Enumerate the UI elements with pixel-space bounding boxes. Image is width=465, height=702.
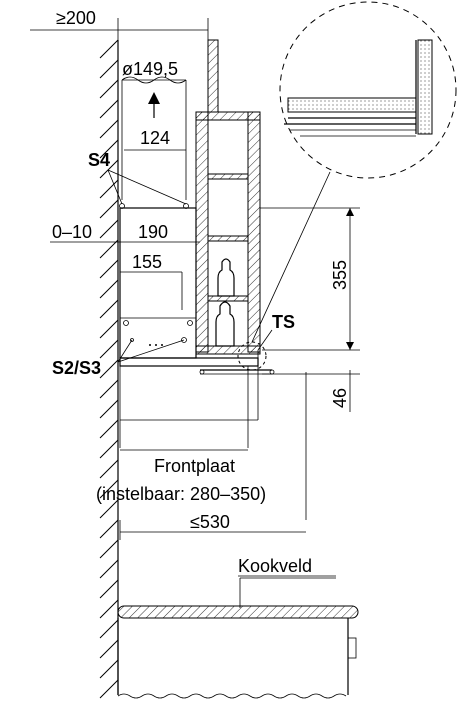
- front-plate: [199, 341, 275, 375]
- hood-body: [119, 203, 259, 448]
- detail-circle: [251, 1, 457, 343]
- label-hob: Kookveld: [238, 556, 312, 576]
- label-front-plate: Frontplaat: [154, 456, 235, 476]
- label-dim-355: 355: [330, 260, 350, 290]
- exhaust-duct: [121, 76, 187, 200]
- dimension-lines: [30, 18, 360, 540]
- bottle-icon: [215, 258, 235, 347]
- label-adjustable-range: (instelbaar: 280–350): [96, 484, 266, 504]
- label-min-distance: ≥200: [56, 8, 96, 28]
- label-duct-diameter: ø149,5: [122, 59, 178, 79]
- hob: [117, 577, 359, 699]
- label-s2s3: S2/S3: [52, 358, 101, 378]
- label-ts: TS: [272, 312, 295, 332]
- label-dim-124: 124: [140, 128, 170, 148]
- label-dim-46: 46: [330, 388, 350, 408]
- label-dim-190: 190: [138, 222, 168, 242]
- wall: [99, 39, 119, 699]
- label-max-width: ≤530: [190, 512, 230, 532]
- cabinet-shelf: [195, 111, 261, 355]
- label-offset: 0–10: [52, 222, 92, 242]
- upper-panel: [207, 39, 219, 113]
- label-s4: S4: [88, 150, 110, 170]
- label-dim-155: 155: [132, 252, 162, 272]
